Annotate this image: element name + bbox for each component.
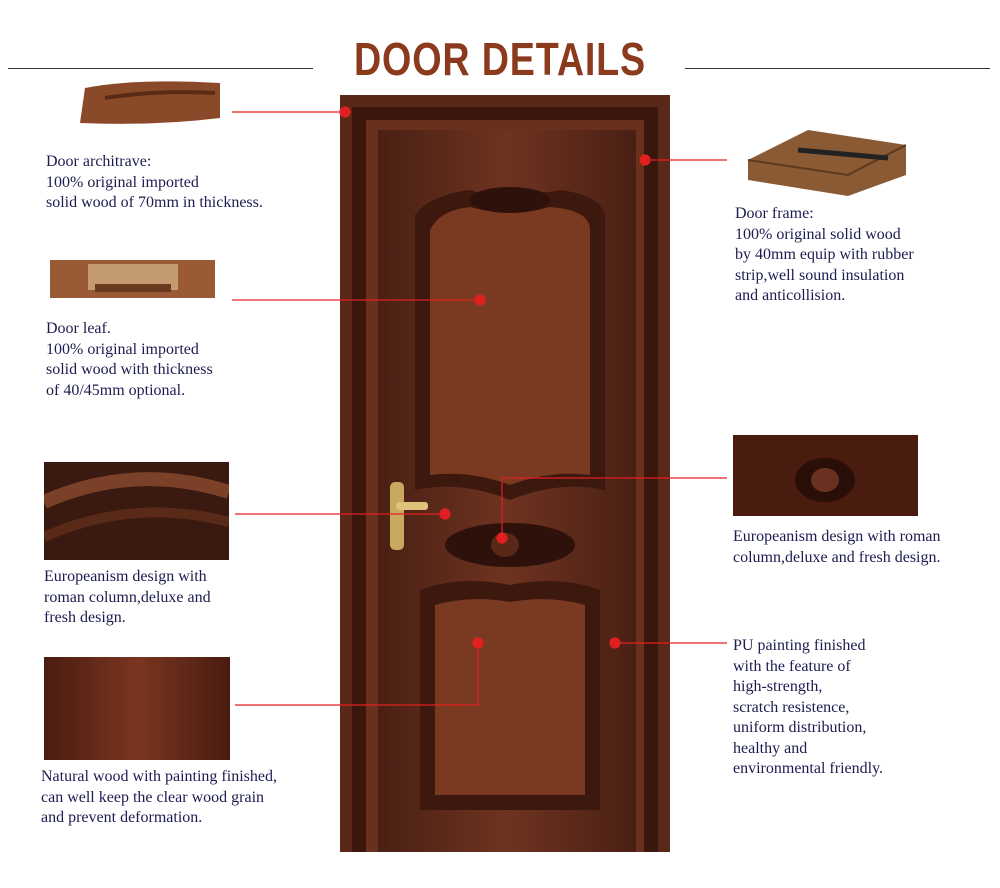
title-divider-left [8, 68, 313, 69]
door-leaf-sample-image [50, 260, 215, 298]
natural-wood-image [44, 657, 230, 760]
architrave-sample-image [80, 81, 220, 124]
callout-dot [472, 637, 484, 649]
door-handle-plate [390, 482, 404, 550]
door-frame-sample-image [748, 130, 906, 196]
pu-painting-description: PU painting finished with the feature of… [733, 637, 884, 777]
natural-wood-description: Natural wood with painting finished, can… [41, 768, 277, 826]
callout-dot [639, 154, 651, 166]
title-divider-right [685, 68, 990, 69]
page-title: DOOR DETAILS [353, 33, 647, 85]
door-leaf-description: Door leaf. 100% original imported solid … [46, 320, 213, 399]
europeanism-left-description: Europeanism design with roman column,del… [44, 568, 211, 626]
callout-dot [496, 532, 508, 544]
carving-detail-image [733, 435, 918, 516]
callout-dot [339, 106, 351, 118]
top-carving [470, 187, 550, 213]
europeanism-detail-image [44, 462, 229, 560]
callout-dot [609, 637, 621, 649]
europeanism-right-description: Europeanism design with roman column,del… [733, 528, 941, 566]
door-frame-description: Door frame: 100% original solid wood by … [735, 205, 914, 304]
callout-dot [439, 508, 451, 520]
door-handle-lever [396, 502, 428, 510]
architrave-description: Door architrave: 100% original imported … [46, 153, 263, 211]
callout-dot [474, 294, 486, 306]
